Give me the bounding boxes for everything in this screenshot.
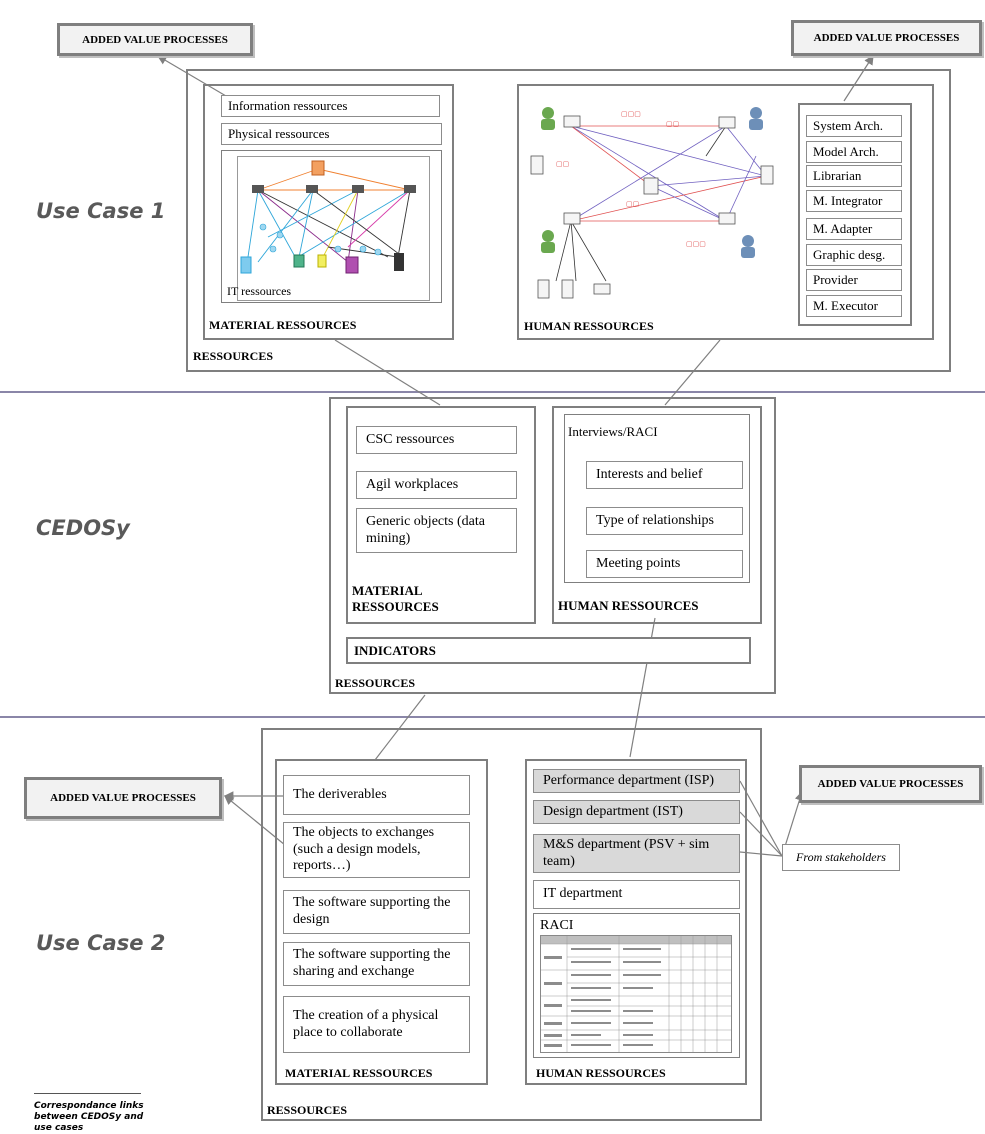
- interviews-frame: [564, 414, 750, 583]
- software-sharing: The software supporting the sharing and …: [283, 942, 470, 986]
- role-provider: Provider: [806, 269, 902, 291]
- svg-text:▢▢: ▢▢: [666, 120, 679, 128]
- separator-top: [0, 391, 985, 393]
- design-department: Design department (IST): [533, 800, 740, 824]
- it-department: IT department: [533, 880, 740, 909]
- information-ressources: Information ressources: [221, 95, 440, 117]
- from-stakeholders-box: From stakeholders: [782, 844, 900, 871]
- uc1-human-label: HUMAN RESSOURCES: [524, 319, 654, 333]
- cedosy-material-frame: [346, 406, 536, 624]
- uc2-human-frame: [525, 759, 747, 1085]
- raci-table-image: [540, 935, 732, 1053]
- use-case-2-title: Use Case 2: [36, 931, 166, 955]
- roles-frame: [798, 103, 912, 326]
- role-model-arch: Model Arch.: [806, 141, 902, 163]
- software-design: The software supporting the design: [283, 890, 470, 934]
- raci-title: RACI: [540, 918, 574, 933]
- role-m-adapter: M. Adapter: [806, 218, 902, 240]
- ms-department: M&S department (PSV + sim team): [533, 834, 740, 873]
- interviews-raci-title: Interviews/RACI: [568, 424, 658, 439]
- uc2-material-label: MATERIAL RESSOURCES: [285, 1066, 433, 1080]
- type-of-relationships: Type of relationships: [586, 507, 743, 535]
- svg-text:▢▢: ▢▢: [556, 160, 569, 168]
- role-librarian: Librarian: [806, 165, 902, 187]
- deliverables: The deriverables: [283, 775, 470, 815]
- csc-ressources: CSC ressources: [356, 426, 517, 454]
- cedosy-ressources-label: RESSOURCES: [335, 676, 416, 690]
- stakeholder-network-image: ▢▢▢▢▢ ▢▢▢▢▢▢▢: [526, 96, 796, 310]
- footnote: Correspondance links between CEDOSy and …: [34, 1101, 144, 1133]
- uc2-material-frame: [275, 759, 488, 1085]
- indicators-label: INDICATORS: [354, 642, 436, 658]
- uc1-material-frame: [203, 84, 454, 340]
- uc2-human-label: HUMAN RESSOURCES: [536, 1066, 666, 1080]
- avp-label: ADDED VALUE PROCESSES: [817, 778, 964, 790]
- uc1-ressources-label: RESSOURCES: [193, 349, 274, 363]
- cedosy-ressources-frame: [329, 397, 776, 694]
- avp-box-right: ADDED VALUE PROCESSES: [799, 765, 982, 803]
- raci-frame: [533, 913, 740, 1058]
- role-system-arch: System Arch.: [806, 115, 902, 137]
- avp-label: ADDED VALUE PROCESSES: [50, 792, 196, 804]
- physical-place: The creation of a physical place to coll…: [283, 996, 470, 1053]
- use-case-1-title: Use Case 1: [36, 199, 166, 223]
- avp-label: ADDED VALUE PROCESSES: [813, 32, 960, 44]
- indicators-bar: INDICATORS: [346, 637, 751, 664]
- avp-box-left: ADDED VALUE PROCESSES: [24, 777, 222, 819]
- role-graphic-desg: Graphic desg.: [806, 244, 902, 266]
- it-ressources-label: IT ressources: [227, 284, 292, 298]
- performance-department: Performance department (ISP): [533, 769, 740, 793]
- it-ressources-frame: [221, 150, 442, 303]
- avp-box-top-right: ADDED VALUE PROCESSES: [791, 20, 982, 56]
- interests-and-belief: Interests and belief: [586, 461, 743, 489]
- objects-to-exchange: The objects to exchanges (such a design …: [283, 822, 470, 878]
- uc1-human-frame: [517, 84, 934, 340]
- physical-ressources: Physical ressources: [221, 123, 442, 145]
- svg-text:▢▢▢: ▢▢▢: [621, 110, 641, 118]
- cedosy-title: CEDOSy: [36, 516, 130, 540]
- from-stakeholders-label: From stakeholders: [796, 850, 886, 864]
- uc2-ressources-frame: [261, 728, 762, 1121]
- avp-label: ADDED VALUE PROCESSES: [82, 33, 228, 46]
- cedosy-material-label: MATERIAL RESSOURCES: [352, 583, 439, 614]
- cedosy-human-label: HUMAN RESSOURCES: [558, 598, 699, 613]
- separator-bottom: [0, 716, 985, 718]
- svg-text:▢▢▢: ▢▢▢: [686, 240, 706, 248]
- uc1-ressources-frame: [186, 69, 951, 372]
- uc2-ressources-label: RESSOURCES: [267, 1103, 348, 1117]
- agil-workplaces: Agil workplaces: [356, 471, 517, 499]
- uc1-material-label: MATERIAL RESSOURCES: [209, 318, 357, 332]
- role-m-integrator: M. Integrator: [806, 190, 902, 212]
- svg-text:▢▢: ▢▢: [626, 200, 639, 208]
- meeting-points: Meeting points: [586, 550, 743, 578]
- generic-objects: Generic objects (data mining): [356, 508, 517, 553]
- cedosy-human-frame: [552, 406, 762, 624]
- avp-box-top-left: ADDED VALUE PROCESSES: [57, 23, 253, 56]
- footnote-rule: [34, 1093, 141, 1094]
- network-diagram-image: [237, 156, 430, 301]
- role-m-executor: M. Executor: [806, 295, 902, 317]
